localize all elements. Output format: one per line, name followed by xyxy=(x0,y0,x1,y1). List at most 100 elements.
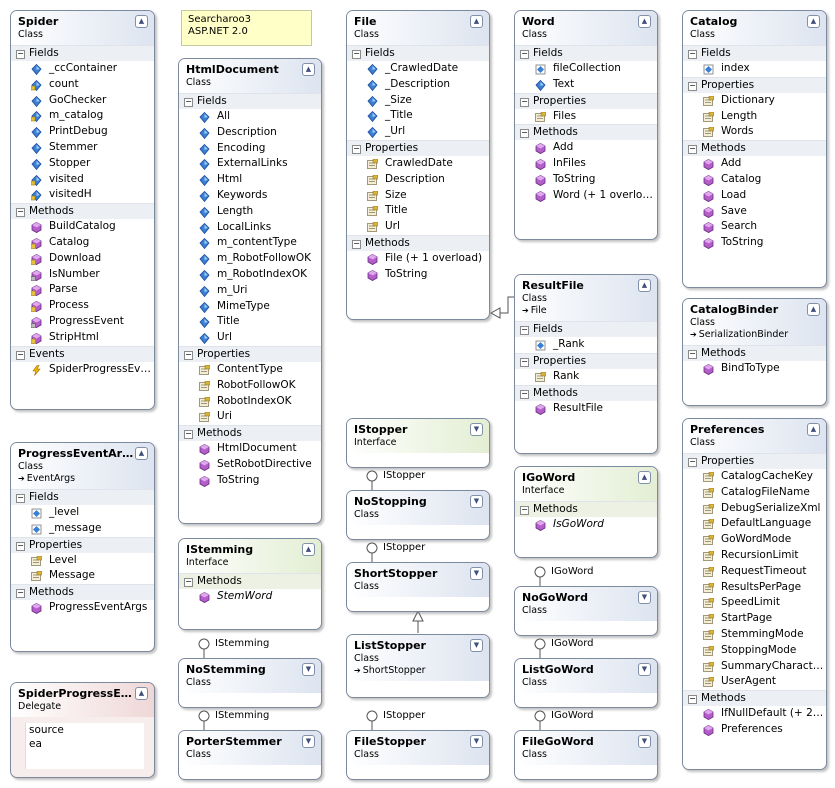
member-item[interactable]: Stemmer xyxy=(11,140,154,156)
section-header-methods[interactable]: −Methods xyxy=(683,690,826,707)
member-item[interactable]: Title xyxy=(347,203,489,219)
section-collapse-icon[interactable]: − xyxy=(520,388,529,399)
member-item[interactable]: IsNumber xyxy=(11,267,154,283)
member-item[interactable]: _CrawledDate xyxy=(347,61,489,77)
collapse-toggle-icon[interactable]: ▲ xyxy=(638,279,651,292)
member-item[interactable]: Stopper xyxy=(11,156,154,172)
member-item[interactable]: DefaultLanguage xyxy=(683,516,826,532)
expand-toggle-icon[interactable]: ▼ xyxy=(638,663,651,676)
section-collapse-icon[interactable]: − xyxy=(16,493,25,503)
section-collapse-icon[interactable]: − xyxy=(16,349,25,360)
expand-toggle-icon[interactable]: ▼ xyxy=(470,639,483,652)
member-item[interactable]: Text xyxy=(515,77,657,93)
member-item[interactable]: ToString xyxy=(347,267,489,283)
member-item[interactable]: StemWord xyxy=(179,589,321,605)
collapse-toggle-icon[interactable]: ▲ xyxy=(807,15,820,28)
member-item[interactable]: Download xyxy=(11,251,154,267)
section-collapse-icon[interactable]: − xyxy=(688,457,697,467)
member-item[interactable]: fileCollection xyxy=(515,61,657,77)
expand-toggle-icon[interactable]: ▼ xyxy=(470,423,483,436)
member-item[interactable]: Url xyxy=(179,330,321,346)
member-item[interactable]: m_contentType xyxy=(179,235,321,251)
member-item[interactable]: MimeType xyxy=(179,299,321,315)
member-item[interactable]: count xyxy=(11,77,154,93)
member-item[interactable]: m_RobotFollowOK xyxy=(179,251,321,267)
section-header-methods[interactable]: −Methods xyxy=(179,573,321,589)
member-item[interactable]: SetRobotDirective xyxy=(179,457,321,473)
section-collapse-icon[interactable]: − xyxy=(352,49,361,59)
section-collapse-icon[interactable]: − xyxy=(688,49,697,59)
member-item[interactable]: _Title xyxy=(347,108,489,124)
collapse-toggle-icon[interactable]: ▲ xyxy=(135,447,148,460)
section-collapse-icon[interactable]: − xyxy=(184,349,193,360)
member-item[interactable]: InFiles xyxy=(515,156,657,172)
section-collapse-icon[interactable]: − xyxy=(520,96,529,107)
section-collapse-icon[interactable]: − xyxy=(520,49,529,59)
member-item[interactable]: Catalog xyxy=(683,172,826,188)
member-item[interactable]: HtmlDocument xyxy=(179,441,321,457)
member-item[interactable]: Process xyxy=(11,298,154,314)
expand-toggle-icon[interactable]: ▼ xyxy=(302,735,315,748)
collapse-toggle-icon[interactable]: ▲ xyxy=(807,423,820,436)
member-item[interactable]: _Size xyxy=(347,93,489,109)
member-item[interactable]: ToString xyxy=(515,172,657,188)
member-item[interactable]: RobotIndexOK xyxy=(179,394,321,410)
member-item[interactable]: Add xyxy=(683,156,826,172)
member-item[interactable]: CatalogFileName xyxy=(683,485,826,501)
member-item[interactable]: RobotFollowOK xyxy=(179,378,321,394)
collapse-toggle-icon[interactable]: ▲ xyxy=(638,471,651,484)
member-item[interactable]: index xyxy=(683,61,826,77)
section-header-properties[interactable]: −Properties xyxy=(347,139,489,156)
section-collapse-icon[interactable]: − xyxy=(16,588,25,599)
section-header-methods[interactable]: −Methods xyxy=(515,501,657,517)
member-item[interactable]: BuildCatalog xyxy=(11,219,154,235)
member-item[interactable]: _Description xyxy=(347,77,489,93)
member-item[interactable]: Url xyxy=(347,219,489,235)
section-header-fields[interactable]: −Fields xyxy=(347,45,489,61)
member-item[interactable]: ProgressEvent xyxy=(11,314,154,330)
section-header-methods[interactable]: −Methods xyxy=(683,140,826,157)
type-header[interactable]: ProgressEventAr…Class➔EventArgs▲ xyxy=(11,443,154,489)
member-item[interactable]: IsGoWord xyxy=(515,517,657,533)
section-header-properties[interactable]: −Properties xyxy=(515,92,657,109)
section-header-fields[interactable]: −Fields xyxy=(683,45,826,61)
member-item[interactable]: IfNullDefault (+ 2… xyxy=(683,706,826,722)
collapse-toggle-icon[interactable]: ▲ xyxy=(135,687,148,700)
member-item[interactable]: BindToType xyxy=(683,361,826,377)
member-item[interactable]: Rank xyxy=(515,369,657,385)
member-item[interactable]: Preferences xyxy=(683,722,826,738)
member-item[interactable]: SpiderProgressEv… xyxy=(11,362,154,378)
section-collapse-icon[interactable]: − xyxy=(688,144,697,155)
member-item[interactable]: _message xyxy=(11,521,154,537)
member-item[interactable]: StoppingMode xyxy=(683,643,826,659)
section-collapse-icon[interactable]: − xyxy=(520,356,529,367)
member-item[interactable]: Length xyxy=(683,109,826,125)
note[interactable]: Searcharoo3 ASP.NET 2.0 xyxy=(181,10,312,46)
member-item[interactable]: RequestTimeout xyxy=(683,564,826,580)
member-item[interactable]: Title xyxy=(179,314,321,330)
section-collapse-icon[interactable]: − xyxy=(184,577,193,587)
section-collapse-icon[interactable]: − xyxy=(16,540,25,551)
member-item[interactable]: LocalLinks xyxy=(179,220,321,236)
